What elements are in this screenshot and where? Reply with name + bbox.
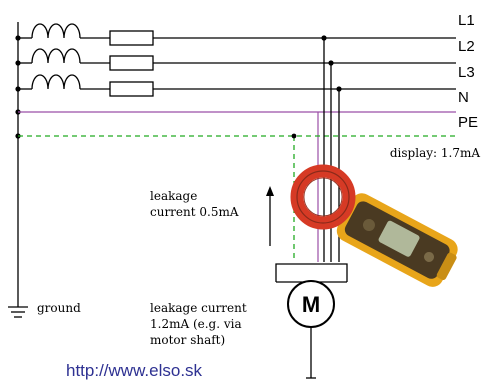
ground-label: ground <box>37 301 81 315</box>
label-n: N <box>458 89 469 106</box>
label-l1: L1 <box>458 12 475 29</box>
label-l3: L3 <box>458 64 475 81</box>
neutral-wire <box>18 111 456 262</box>
fuse-icon <box>109 30 154 46</box>
leakage-top-line1: leakage <box>150 189 197 203</box>
motor-mount <box>275 263 348 283</box>
motor-shaft-ground <box>306 327 316 379</box>
leakage-bottom-line3: motor shaft) <box>150 333 225 347</box>
arrow-up-icon <box>266 186 274 246</box>
ground-symbol-icon <box>8 306 28 318</box>
leakage-bottom-line1: leakage current <box>150 301 247 315</box>
inductor-coil-icon <box>31 48 81 64</box>
label-pe: PE <box>458 114 478 131</box>
inductor-coil-icon <box>31 23 81 39</box>
source-url: http://www.elso.sk <box>66 361 203 380</box>
line-labels: L1 L2 L3 N PE <box>458 12 478 131</box>
fuse-icon <box>109 55 154 71</box>
display-reading: display: 1.7mA <box>390 146 480 160</box>
label-l2: L2 <box>458 38 475 55</box>
inductor-coil-icon <box>31 74 81 90</box>
feeder-junctions <box>321 35 342 92</box>
leakage-bottom-line2: 1.2mA (e.g. via <box>150 317 242 331</box>
phase-l2-wire <box>18 48 456 71</box>
phase-l1-wire <box>18 23 456 46</box>
leakage-top-line2: current 0.5mA <box>150 205 239 219</box>
phase-l3-wire <box>18 74 456 97</box>
fuse-icon <box>109 81 154 97</box>
pe-junction-dot <box>291 133 297 139</box>
clamp-meter-icon <box>290 164 458 287</box>
motor-label: M <box>302 292 320 317</box>
